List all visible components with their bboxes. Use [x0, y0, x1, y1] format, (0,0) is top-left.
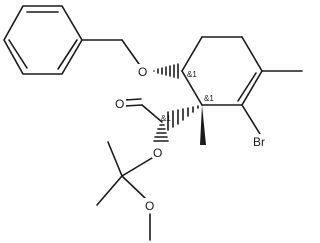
hashed-bond-alpha: [167, 105, 199, 131]
wedge-bond-methyl: [200, 105, 206, 145]
benzyl-linker: [81, 39, 140, 65]
molecule-structure: O O O O Br &1 &1 &1: [3, 5, 303, 241]
atom-oxygen-methoxy: O: [145, 199, 154, 213]
cyclohexene-ring: [181, 36, 263, 106]
isopropyl-to-methoxy-o: [121, 175, 146, 199]
bromine-bond: [241, 104, 261, 135]
benzene-ring: [3, 5, 83, 75]
alpha-to-aldehyde-bond: [141, 104, 163, 123]
stereo-label-ring-c2: &1: [204, 94, 214, 103]
hashed-bond-isopropyl-ether: [153, 124, 169, 142]
isopropyl-methyl-up: [107, 141, 123, 177]
atom-oxygen-aldehyde: O: [115, 97, 124, 111]
atom-bromine: Br: [253, 135, 265, 149]
stereo-label-alpha-carbon: &1: [161, 114, 171, 123]
ether-to-isopropyl-bond: [121, 157, 153, 177]
stereo-label-ring-c1: &1: [187, 70, 197, 79]
atom-oxygen-isopropyl-ether: O: [153, 146, 162, 160]
atom-oxygen-benzyl-ether: O: [138, 65, 147, 79]
hashed-bond-ether: [153, 63, 179, 79]
isopropyl-methyl-left: [96, 175, 123, 206]
aldehyde-double-bond: [124, 104, 143, 107]
